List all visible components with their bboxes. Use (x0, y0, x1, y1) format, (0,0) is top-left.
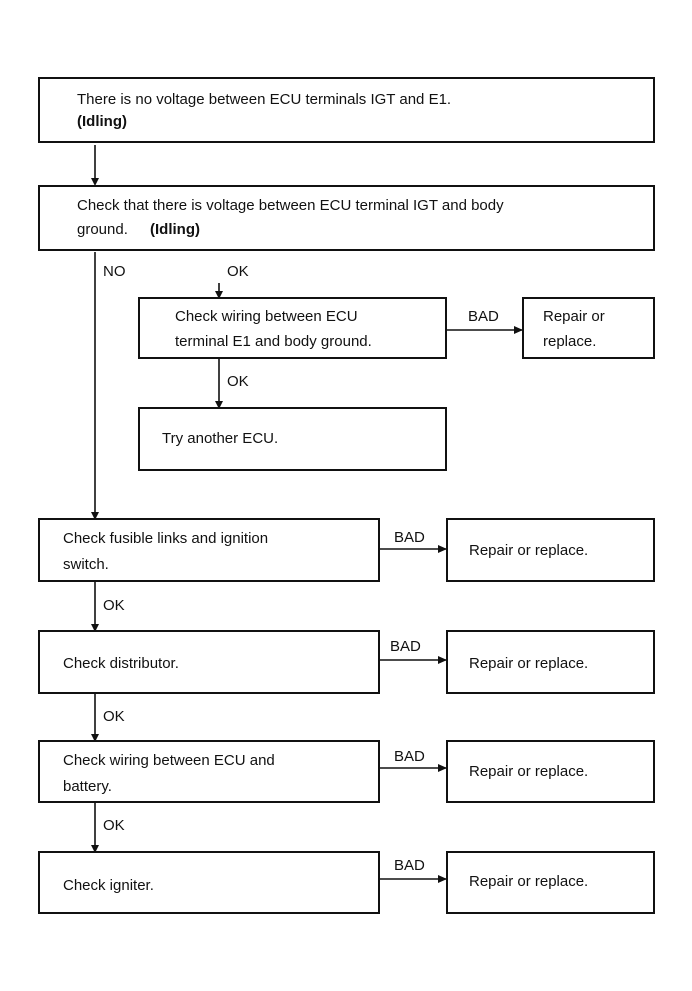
check-voltage-box: Check that there is voltage between ECU … (38, 185, 655, 251)
check-battery-line-2: battery. (63, 778, 112, 795)
check-distributor-box: Check distributor. (38, 630, 380, 694)
check-battery-line-1: Check wiring between ECU and (63, 752, 275, 769)
repair-battery-box: Repair or replace. (446, 740, 655, 803)
bad-label-e1: BAD (468, 308, 499, 325)
check-e1-line-1: Check wiring between ECU (175, 308, 358, 325)
ok-label-distributor: OK (103, 597, 125, 614)
check-igniter-text: Check igniter. (63, 877, 154, 894)
start-line-1: There is no voltage between ECU terminal… (77, 91, 452, 108)
check-voltage-line-1: Check that there is voltage between ECU … (77, 197, 504, 214)
repair-fusible-box: Repair or replace. (446, 518, 655, 582)
check-battery-wiring-box: Check wiring between ECU and battery. (38, 740, 380, 803)
check-igniter-box: Check igniter. (38, 851, 380, 914)
repair-igniter-text: Repair or replace. (469, 873, 589, 890)
ok-label-battery: OK (103, 708, 125, 725)
try-another-ecu-box: Try another ECU. (138, 407, 447, 471)
bad-label-battery: BAD (394, 748, 425, 765)
repair-distributor-text: Repair or replace. (469, 655, 589, 672)
check-fusible-box: Check fusible links and ignition switch. (38, 518, 380, 582)
start-line-2: (Idling) (77, 113, 127, 130)
repair-battery-text: Repair or replace. (469, 763, 589, 780)
check-distributor-text: Check distributor. (63, 655, 179, 672)
try-ecu-text: Try another ECU. (162, 430, 279, 447)
repair-e1-box: Repair or replace. (522, 297, 655, 359)
check-e1-line-2: terminal E1 and body ground. (175, 333, 372, 350)
repair-igniter-box: Repair or replace. (446, 851, 655, 914)
ok-label-igniter: OK (103, 817, 125, 834)
repair-fusible-text: Repair or replace. (469, 542, 589, 559)
no-label: NO (103, 263, 126, 280)
bad-label-igniter: BAD (394, 857, 425, 874)
check-fusible-line-2: switch. (63, 556, 109, 573)
start-condition-box: There is no voltage between ECU terminal… (38, 77, 655, 143)
repair-e1-line-2: replace. (543, 333, 597, 350)
check-voltage-line-2a: ground. (77, 221, 128, 238)
bad-label-fusible: BAD (394, 529, 425, 546)
ok-label-e1: OK (227, 263, 249, 280)
bad-label-distributor: BAD (390, 638, 421, 655)
check-fusible-line-1: Check fusible links and ignition (63, 530, 269, 547)
check-e1-wiring-box: Check wiring between ECU terminal E1 and… (138, 297, 447, 359)
ok-label-ecu: OK (227, 373, 249, 390)
check-voltage-line-2b: (Idling) (150, 221, 200, 238)
repair-e1-line-1: Repair or (543, 308, 605, 325)
repair-distributor-box: Repair or replace. (446, 630, 655, 694)
